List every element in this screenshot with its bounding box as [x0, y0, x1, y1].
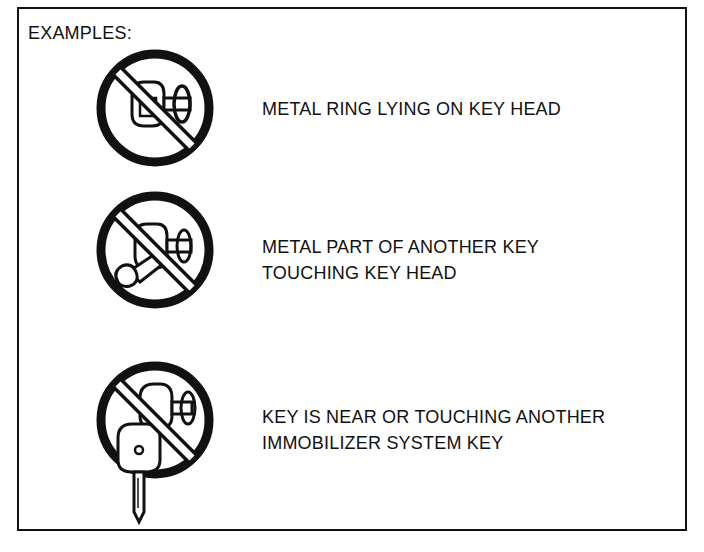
prohibition-icon [101, 196, 209, 304]
example-caption: KEY IS NEAR OR TOUCHING ANOTHER IMMOBILI… [262, 404, 682, 456]
example-caption: METAL RING LYING ON KEY HEAD [262, 96, 682, 122]
title: EXAMPLES: [28, 20, 132, 46]
prohibition-icon [101, 54, 209, 162]
example-caption: METAL PART OF ANOTHER KEY TOUCHING KEY H… [262, 234, 562, 286]
frame [18, 8, 686, 530]
prohibition-icon [101, 366, 209, 522]
